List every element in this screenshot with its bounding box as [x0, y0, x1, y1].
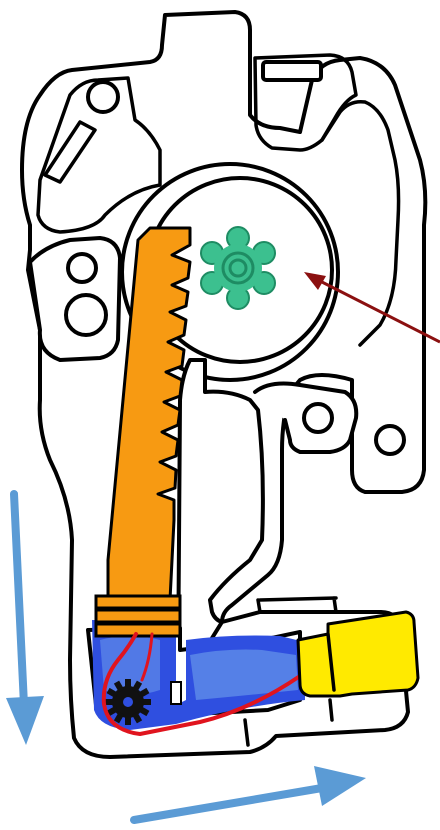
left-mount-hole-1	[68, 254, 96, 282]
arrow-down-icon	[6, 494, 44, 745]
rack-collar-3	[96, 624, 180, 636]
rack-collar-2	[96, 610, 180, 622]
arrow-right-icon	[134, 766, 366, 820]
channel-stop	[171, 682, 181, 704]
left-mount-hole-2	[66, 295, 106, 335]
right-mount-hole-2	[376, 426, 404, 454]
right-mount-hole-1	[304, 404, 332, 432]
upper-right-slot	[263, 62, 321, 80]
rack-collar-1	[96, 596, 180, 608]
upper-mount-hole	[88, 82, 118, 112]
